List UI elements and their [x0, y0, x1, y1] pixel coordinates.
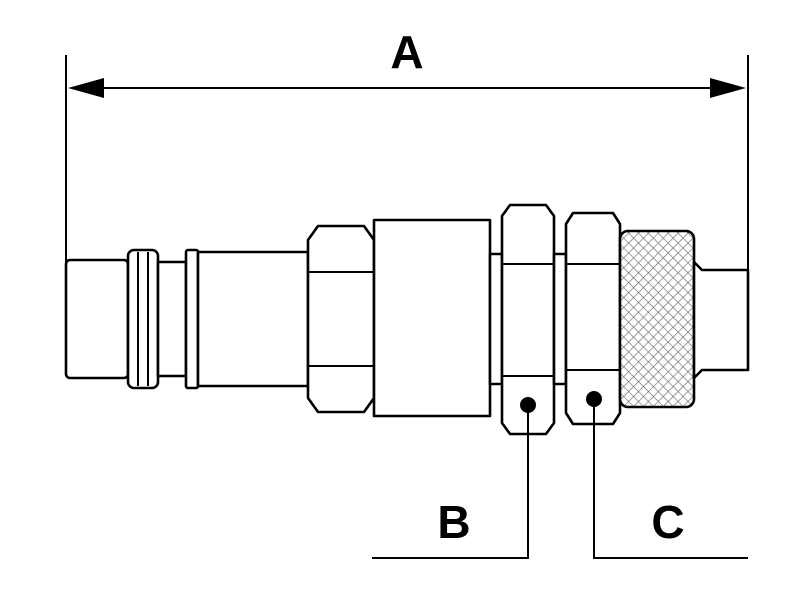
tail-tube: [692, 260, 750, 380]
leader-c: C: [593, 399, 748, 559]
nut-b: [500, 203, 556, 436]
label-b: B: [437, 496, 470, 548]
arrowhead-left: [68, 78, 104, 98]
knurled-collar: [618, 229, 696, 409]
spacer-ring-2: [552, 252, 568, 386]
nut-c: [564, 211, 622, 426]
hex-body: [306, 224, 376, 414]
dimension-a: A: [65, 26, 749, 272]
leader-b: B: [372, 405, 529, 559]
spacer-ring: [488, 252, 504, 386]
plug-nose: [64, 248, 310, 390]
label-a: A: [390, 26, 423, 78]
sleeve-body: [372, 218, 492, 418]
label-c: C: [651, 496, 684, 548]
arrowhead-right: [710, 78, 746, 98]
